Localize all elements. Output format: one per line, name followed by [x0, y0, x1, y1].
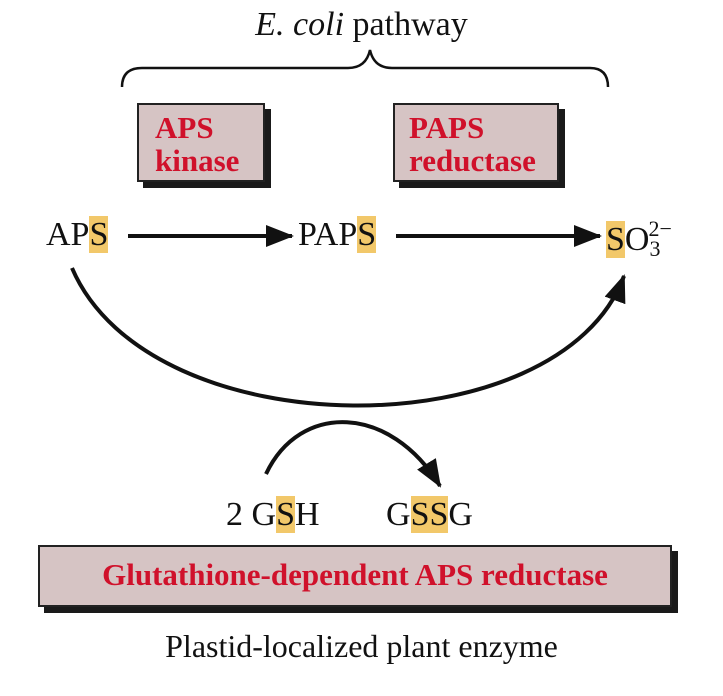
gsh-text-pre: 2 G	[226, 496, 277, 533]
title-organism: E. coli	[255, 6, 345, 43]
gssg-sulfurs: SS	[410, 496, 449, 533]
sulfite-charge: 2−	[648, 216, 672, 241]
paps-reductase-line1: PAPS	[409, 110, 485, 145]
gsh-sulfur: S	[276, 496, 295, 533]
pathway-title: E. coli pathway	[0, 6, 723, 44]
arrow-aps-to-sulfite-direct	[70, 267, 626, 408]
gssg-text-post: G	[448, 496, 473, 533]
compound-sulfite: SO32−	[606, 216, 672, 262]
paps-reductase-line2: reductase	[409, 143, 536, 178]
paps-sulfur: S	[357, 216, 377, 253]
aps-kinase-box: APS kinase	[137, 103, 265, 182]
aps-kinase-line2: kinase	[155, 143, 240, 178]
glutathione-enzyme-label: Glutathione-dependent APS reductase	[102, 557, 608, 592]
sulfite-subscript: 3	[649, 236, 661, 261]
gsh-text-post: H	[294, 496, 320, 533]
compound-gssg: GSSG	[386, 496, 473, 534]
compound-aps: APS	[46, 216, 109, 254]
aps-text: AP	[46, 216, 90, 253]
arrow-gsh-to-gssg	[264, 420, 442, 488]
sulfite-oxygen: O	[624, 221, 650, 258]
paps-reductase-box: PAPS reductase	[393, 103, 559, 182]
sulfite-sulfur: S	[606, 221, 625, 258]
footer-caption: Plastid-localized plant enzyme	[165, 628, 558, 664]
aps-sulfur: S	[89, 216, 109, 253]
paps-text: PAP	[298, 216, 358, 253]
compound-gsh: 2 GSH	[226, 496, 320, 534]
aps-kinase-line1: APS	[155, 110, 214, 145]
pathway-brace	[120, 49, 610, 88]
compound-paps: PAPS	[298, 216, 377, 254]
glutathione-aps-reductase-box: Glutathione-dependent APS reductase	[38, 545, 672, 607]
title-rest: pathway	[344, 6, 468, 43]
gssg-text-pre: G	[386, 496, 411, 533]
